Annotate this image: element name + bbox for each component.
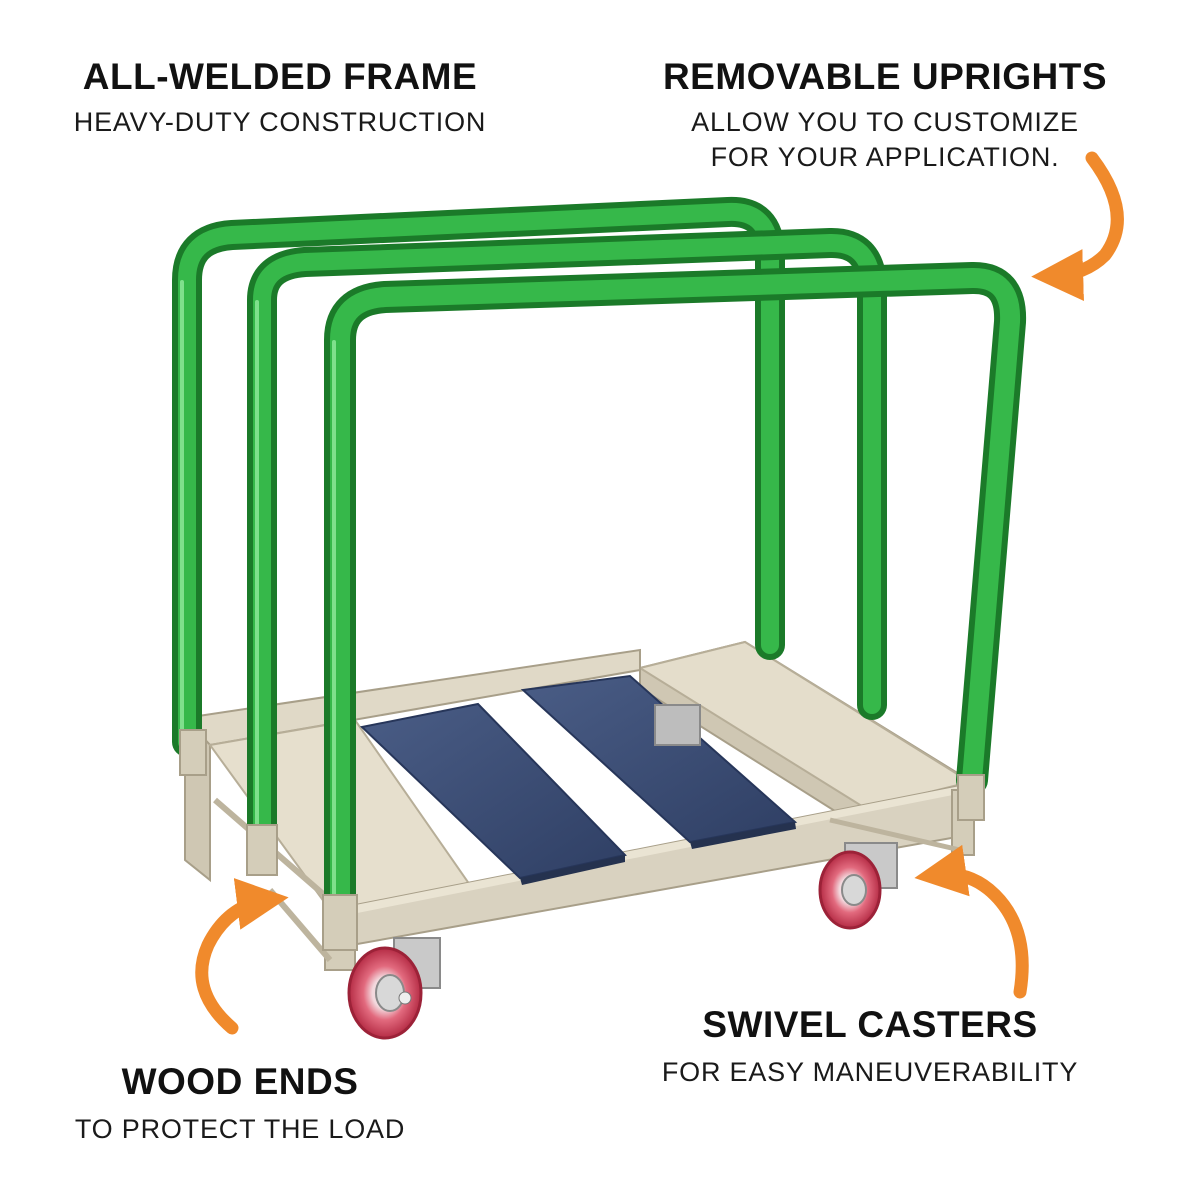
callout-title: ALL-WELDED FRAME	[82, 56, 478, 97]
callout-title: REMOVABLE UPRIGHTS	[662, 56, 1108, 97]
curved-arrow-icon	[195, 878, 289, 1035]
callout-subtitle: TO PROTECT THE LOAD	[74, 1114, 406, 1144]
callout-swivel-casters: SWIVEL CASTERS FOR EASY MANEUVERABILITY	[640, 1003, 1100, 1090]
callout-all-welded-frame: ALL-WELDED FRAME HEAVY-DUTY CONSTRUCTION	[40, 55, 520, 140]
callout-subtitle-line-2: FOR YOUR APPLICATION.	[710, 142, 1060, 172]
wood-deck-boards	[359, 674, 798, 885]
callout-subtitle: FOR EASY MANEUVERABILITY	[661, 1057, 1079, 1087]
caster-front-left	[347, 937, 441, 1040]
curved-arrow-icon	[1031, 151, 1124, 302]
curved-arrow-icon	[914, 844, 1029, 999]
caster-front-right	[818, 842, 898, 930]
upright-sockets	[179, 729, 985, 951]
callout-wood-ends: WOOD ENDS TO PROTECT THE LOAD	[40, 1060, 440, 1147]
callout-title: SWIVEL CASTERS	[702, 1004, 1038, 1045]
callout-title: WOOD ENDS	[121, 1061, 359, 1102]
removable-uprights	[172, 196, 1027, 921]
caster-rear	[654, 704, 701, 746]
callout-removable-uprights: REMOVABLE UPRIGHTS ALLOW YOU TO CUSTOMIZ…	[635, 55, 1135, 175]
callout-subtitle-line-1: ALLOW YOU TO CUSTOMIZE	[691, 107, 1079, 137]
callout-subtitle: HEAVY-DUTY CONSTRUCTION	[73, 107, 487, 137]
